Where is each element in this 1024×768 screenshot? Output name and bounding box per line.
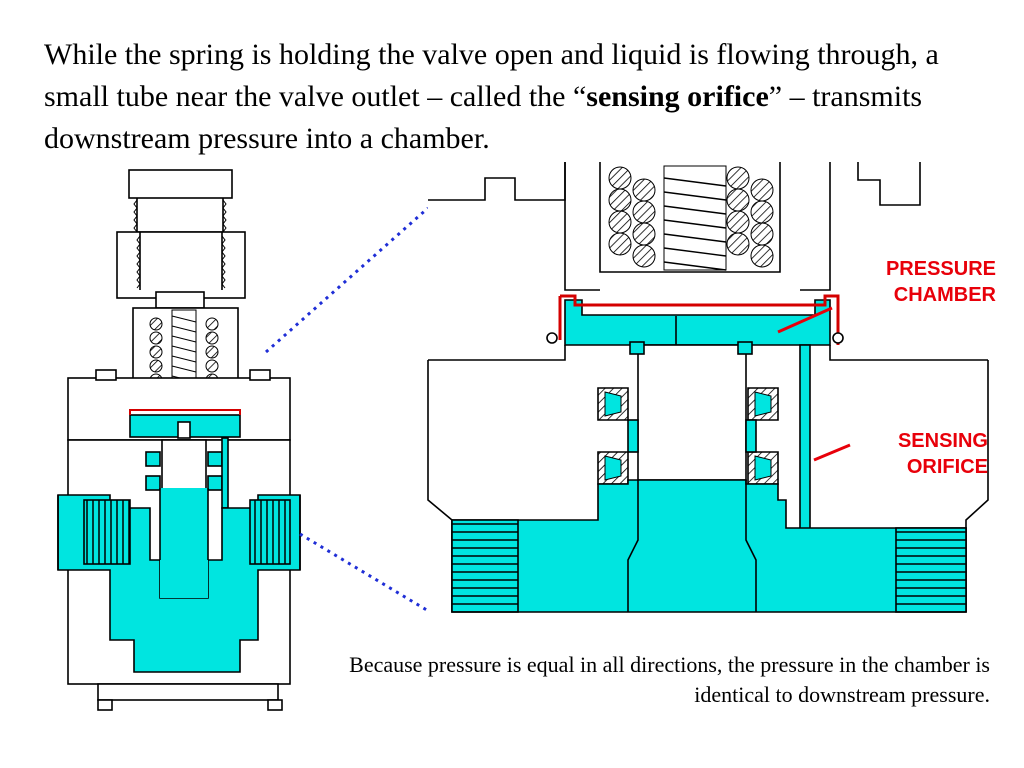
callout-pressure-chamber: PRESSURE CHAMBER (796, 256, 996, 308)
detail-inlet-threads (451, 519, 519, 613)
zoom-lines (265, 206, 431, 614)
bonnet-upper (116, 231, 246, 299)
zoom-line-top (265, 206, 429, 354)
valve-stem (637, 344, 747, 481)
intro-paragraph: While the spring is holding the valve op… (44, 34, 994, 160)
callout-lines (777, 306, 851, 462)
diaphragm-outline (558, 294, 840, 345)
intro-text-part1: While the spring is holding the valve op… (44, 38, 939, 113)
detail-spring-coils (608, 165, 774, 271)
spring-button (155, 291, 205, 309)
outlet-threads (249, 499, 291, 565)
intro-text-part2: ” – transmits downstream pressure into a… (44, 80, 923, 155)
callout-sensing-line1: SENSING (897, 430, 988, 452)
callout-line-pressure-chamber (777, 306, 833, 334)
callout-pressure-line1: PRESSURE (885, 258, 996, 280)
detail-outlet-threads (895, 527, 967, 613)
zoom-line-bottom (299, 532, 431, 614)
callout-sensing-orifice: SENSING ORIFICE (788, 428, 988, 480)
caption-text: Because pressure is equal in all directi… (349, 652, 990, 707)
enlarged-detail (427, 162, 989, 614)
inlet-threads (83, 499, 131, 565)
callout-sensing-line2: ORIFICE (906, 456, 988, 478)
adjuster-cap (128, 169, 233, 199)
callout-pressure-line2: CHAMBER (893, 284, 996, 306)
callout-line-sensing-orifice (813, 443, 851, 462)
intro-bold-term: sensing orifice (586, 80, 769, 113)
stem-seals (597, 387, 779, 485)
full-valve-section (57, 169, 301, 711)
valve-body-base (97, 683, 279, 701)
